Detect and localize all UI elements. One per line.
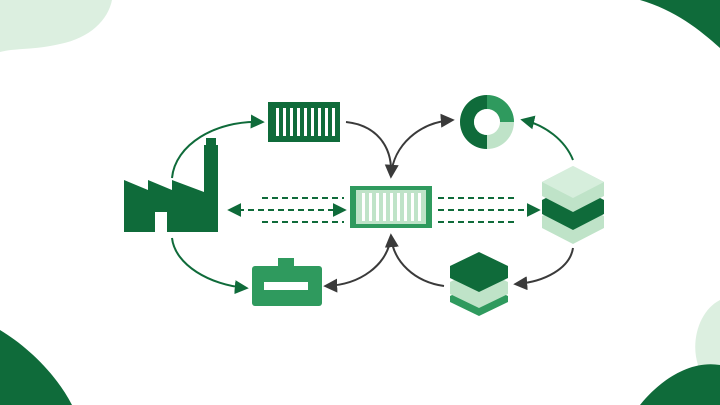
corner-blob-top-right <box>640 0 720 48</box>
arrow-factory-to-top-container <box>171 114 265 179</box>
arrow-top-container-to-center <box>345 121 399 179</box>
center-container-icon <box>350 186 432 228</box>
factory-icon <box>124 138 218 232</box>
arrow-center-to-bottom-box <box>323 235 392 293</box>
dashed-arrows-left <box>227 197 347 223</box>
donut-chart-icon <box>460 95 514 149</box>
cargo-box-icon <box>252 258 322 306</box>
arrow-stack-to-small-stack <box>513 247 574 291</box>
corner-blob-bottom-right-dark <box>640 364 720 405</box>
arrow-factory-to-bottom-box <box>171 237 249 295</box>
dashed-arrows-right <box>438 197 541 223</box>
arrow-center-to-ring <box>390 113 455 177</box>
corner-blob-bottom-left <box>0 330 72 405</box>
small-stack-icon <box>450 252 508 316</box>
arrow-small-stack-to-center <box>384 233 445 287</box>
top-container-icon <box>268 102 340 142</box>
stacked-layers-icon <box>542 166 604 244</box>
corner-blob-top-left <box>0 0 112 52</box>
arrow-stack-to-ring <box>520 115 574 161</box>
